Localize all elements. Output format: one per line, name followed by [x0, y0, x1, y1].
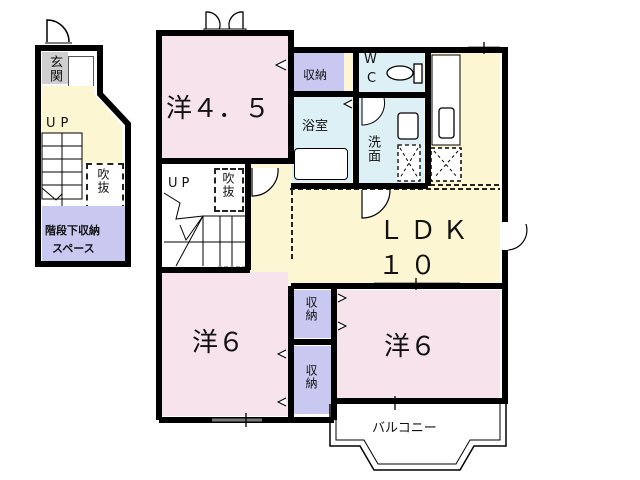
western-room-4-5: [162, 36, 288, 158]
western-room-4-5-label: 洋４．５: [166, 94, 271, 124]
bathroom-label: 浴室: [302, 119, 329, 134]
main-stair-up-label: UP: [168, 176, 194, 191]
entrance-void: [86, 163, 124, 211]
main-stair-void-label: 吹抜: [221, 172, 235, 198]
western-room-6-right-label: 洋６: [384, 332, 437, 362]
under-stair-storage-label-1: 階段下収納: [45, 224, 100, 237]
western-room-6-left: [162, 272, 288, 416]
entrance-genkan: [42, 52, 68, 84]
wc-label-w: W: [364, 52, 377, 67]
balcony-label: バルコニー: [372, 421, 437, 436]
western-room-6-left-label: 洋６: [192, 328, 245, 358]
entrance-up-label: UP: [46, 116, 74, 131]
ldk-size-label: １０: [378, 251, 443, 281]
storage-low: [293, 346, 331, 414]
washroom-label: 洗面: [365, 135, 380, 163]
storage-low-label: 収納: [304, 364, 318, 390]
western-room-6-right: [336, 290, 500, 398]
wc-label-c: C: [367, 71, 377, 86]
entrance-void-label: 吹抜: [96, 168, 110, 194]
storage-top: [292, 52, 344, 92]
storage-middle-label: 収納: [304, 296, 318, 322]
ldk-label: ＬＤＫ: [378, 216, 475, 246]
storage-top-label: 収納: [303, 68, 328, 82]
bathtub: [294, 148, 348, 180]
under-stair-storage: [42, 206, 125, 261]
entrance-label: 玄関: [47, 55, 62, 83]
under-stair-storage-label-2: スペース: [52, 242, 95, 255]
storage-middle: [293, 290, 331, 338]
main-stair-void: [214, 168, 244, 212]
